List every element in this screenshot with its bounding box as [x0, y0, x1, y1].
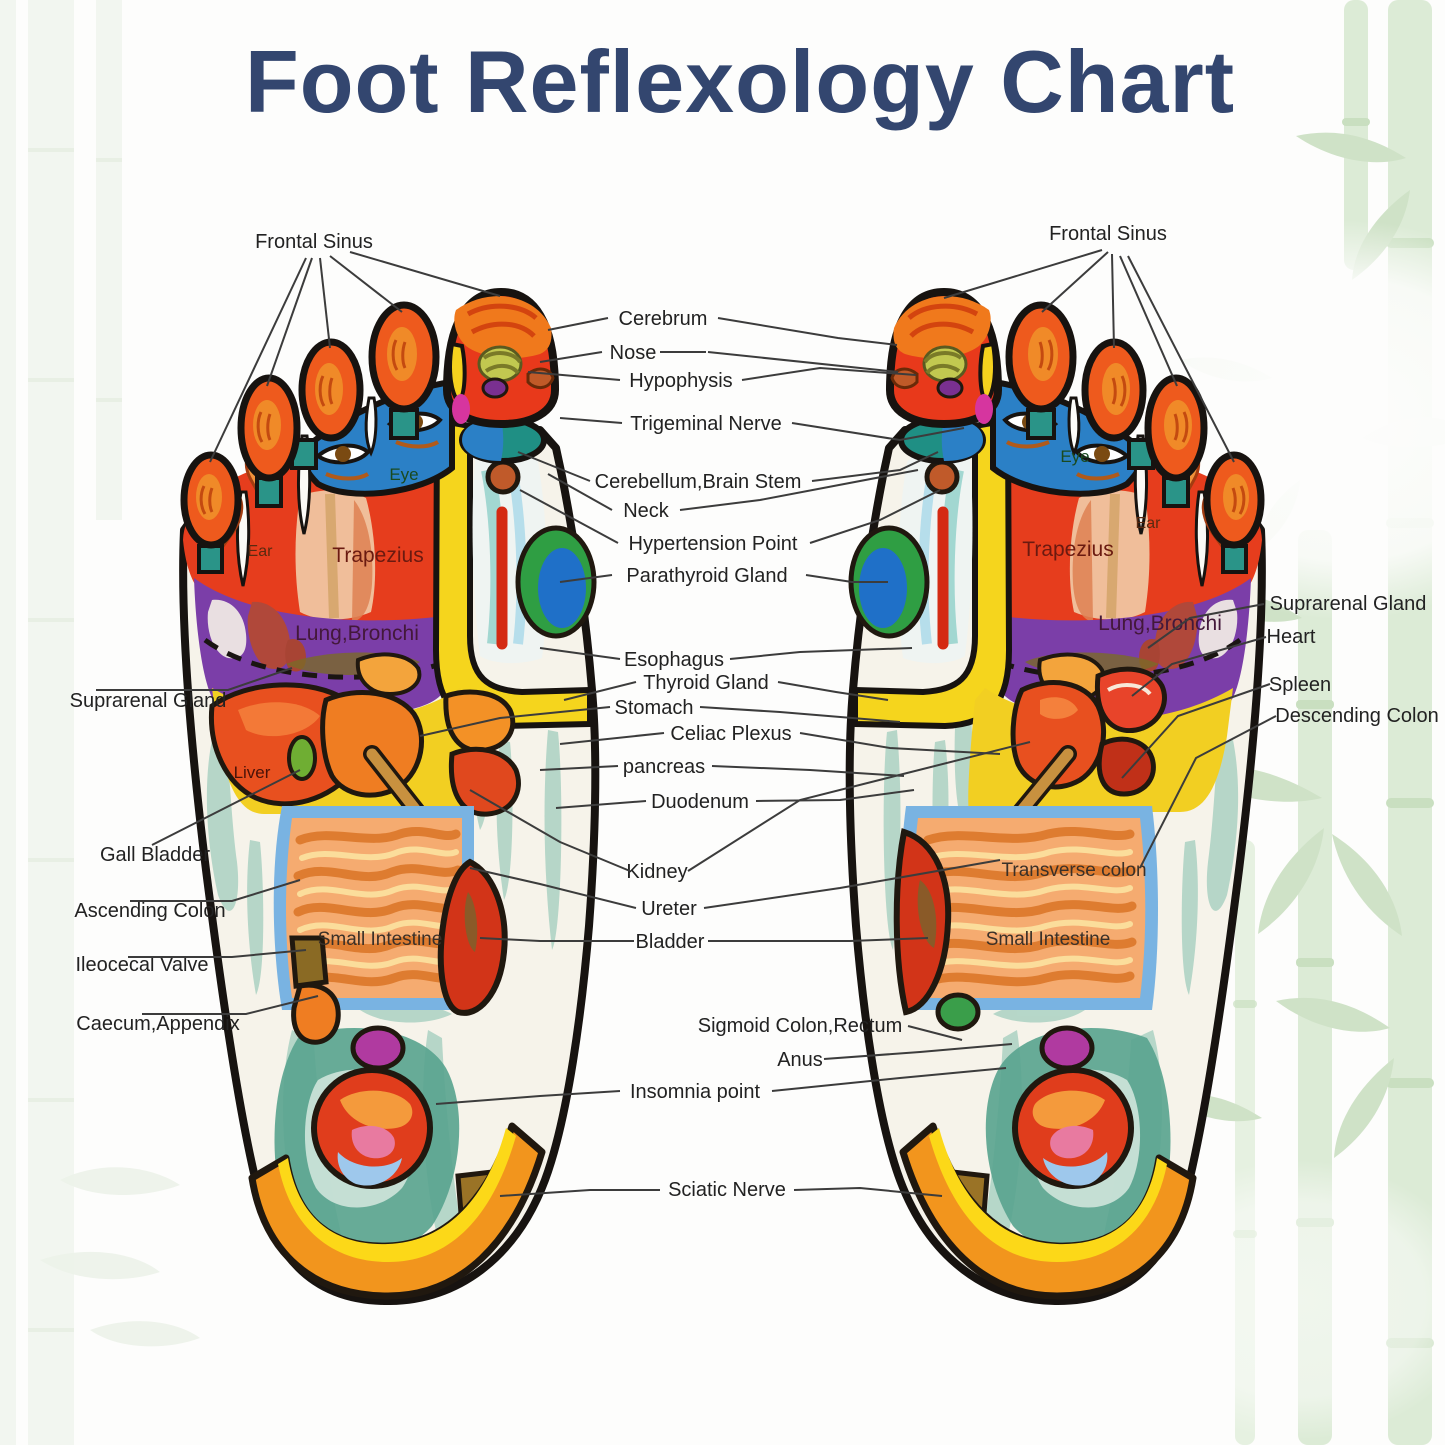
- svg-text:Nose: Nose: [610, 342, 657, 364]
- svg-text:Esophagus: Esophagus: [624, 649, 724, 671]
- svg-text:Parathyroid Gland: Parathyroid Gland: [626, 565, 787, 587]
- svg-text:Suprarenal Gland: Suprarenal Gland: [1270, 593, 1427, 615]
- svg-text:Small Intestine: Small Intestine: [318, 929, 443, 950]
- svg-text:Gall Bladder: Gall Bladder: [100, 844, 210, 866]
- svg-text:Ear: Ear: [1136, 515, 1162, 532]
- svg-text:Anus: Anus: [777, 1049, 823, 1071]
- svg-text:pancreas: pancreas: [623, 756, 705, 778]
- svg-text:Liver: Liver: [234, 763, 271, 782]
- svg-text:Celiac Plexus: Celiac Plexus: [670, 723, 791, 745]
- svg-text:Ureter: Ureter: [641, 898, 697, 920]
- svg-text:Cerebellum,Brain Stem: Cerebellum,Brain Stem: [595, 471, 802, 493]
- svg-text:Sciatic Nerve: Sciatic Nerve: [668, 1179, 786, 1201]
- svg-text:Trapezius: Trapezius: [1022, 538, 1113, 561]
- svg-text:Trigeminal Nerve: Trigeminal Nerve: [630, 413, 782, 435]
- svg-text:Suprarenal Gland: Suprarenal Gland: [70, 690, 227, 712]
- svg-text:Ileocecal Valve: Ileocecal Valve: [75, 954, 208, 976]
- svg-text:Neck: Neck: [623, 500, 670, 522]
- svg-text:Kidney: Kidney: [626, 861, 687, 883]
- svg-text:Cerebrum: Cerebrum: [619, 308, 708, 330]
- svg-text:Insomnia point: Insomnia point: [630, 1081, 761, 1103]
- svg-text:Transverse colon: Transverse colon: [1001, 860, 1146, 881]
- svg-text:Frontal Sinus: Frontal Sinus: [1049, 223, 1167, 245]
- svg-text:Caecum,Appendix: Caecum,Appendix: [76, 1013, 239, 1035]
- svg-text:Duodenum: Duodenum: [651, 791, 749, 813]
- svg-text:Lung,Bronchi: Lung,Bronchi: [295, 622, 419, 645]
- svg-text:Frontal Sinus: Frontal Sinus: [255, 231, 373, 253]
- svg-text:Ascending Colon: Ascending Colon: [74, 900, 225, 922]
- svg-text:Heart: Heart: [1267, 626, 1316, 648]
- svg-text:Descending Colon: Descending Colon: [1275, 705, 1438, 727]
- svg-text:Spleen: Spleen: [1269, 674, 1331, 696]
- svg-text:Stomach: Stomach: [615, 697, 694, 719]
- svg-text:Eye: Eye: [389, 465, 418, 484]
- svg-text:Small Intestine: Small Intestine: [986, 929, 1111, 950]
- svg-text:Bladder: Bladder: [636, 931, 705, 953]
- svg-text:Ear: Ear: [248, 543, 274, 560]
- svg-text:Hypertension Point: Hypertension Point: [629, 533, 798, 555]
- svg-text:Sigmoid Colon,Rectum: Sigmoid Colon,Rectum: [698, 1015, 903, 1037]
- svg-text:Foot Reflexology Chart: Foot Reflexology Chart: [245, 32, 1235, 131]
- svg-text:Hypophysis: Hypophysis: [629, 370, 732, 392]
- svg-text:Trapezius: Trapezius: [332, 544, 423, 567]
- svg-text:Thyroid Gland: Thyroid Gland: [643, 672, 769, 694]
- svg-text:Eye: Eye: [1060, 447, 1089, 466]
